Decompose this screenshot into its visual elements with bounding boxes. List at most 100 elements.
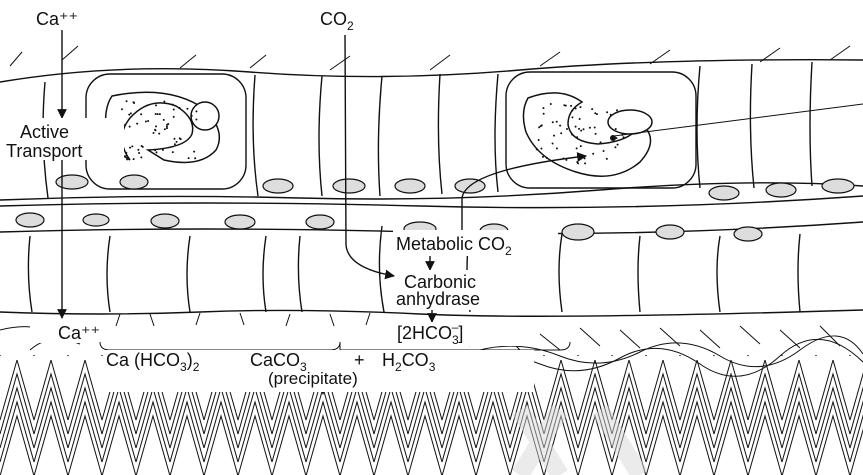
- stipple-dot: [125, 155, 127, 157]
- stipple-dot: [153, 132, 155, 134]
- stipple-dot: [155, 113, 157, 115]
- stipple-dot: [610, 114, 612, 116]
- stipple-dot: [158, 133, 160, 135]
- stipple-dot: [565, 105, 567, 107]
- stipple-dot: [566, 128, 568, 130]
- stipple-dot: [194, 157, 196, 159]
- stipple-dot: [615, 137, 617, 139]
- stipple-dot: [167, 123, 169, 125]
- stipple-dot: [174, 143, 176, 145]
- nucleus: [333, 179, 365, 193]
- stipple-dot: [125, 152, 127, 154]
- stipple-dot: [576, 136, 578, 138]
- stipple-dot: [576, 147, 578, 149]
- stipple-dot: [553, 135, 555, 137]
- stipple-dot: [159, 113, 161, 115]
- stipple-dot: [542, 107, 544, 109]
- stipple-dot: [166, 127, 168, 129]
- stipple-dot: [154, 129, 156, 131]
- stipple-dot: [603, 150, 605, 152]
- transport-label: Transport: [6, 141, 82, 161]
- stipple-dot: [579, 106, 581, 108]
- co2-top-label: CO2: [320, 9, 354, 33]
- stipple-dot: [614, 146, 616, 148]
- stipple-dot: [136, 123, 138, 125]
- stipple-dot: [560, 132, 562, 134]
- stipple-dot: [137, 149, 139, 151]
- co2-diffusion-arrow: [345, 35, 394, 276]
- stipple-dot: [591, 108, 593, 110]
- stipple-dot: [188, 157, 190, 159]
- stipple-dot: [559, 125, 561, 127]
- nucleus: [120, 175, 148, 189]
- stipple-dot: [163, 119, 165, 121]
- stipple-dot: [186, 108, 188, 110]
- stipple-dot: [162, 149, 164, 151]
- stipple-dot: [571, 110, 573, 112]
- nucleus: [263, 179, 293, 193]
- stipple-dot: [556, 121, 558, 123]
- plus-label: +: [354, 350, 365, 370]
- nucleus: [822, 179, 854, 193]
- calcified-region: [0, 326, 863, 475]
- stipple-dot: [195, 118, 197, 120]
- stipple-dot: [584, 162, 586, 164]
- stipple-dot: [132, 101, 134, 103]
- stipple-dot: [126, 158, 128, 160]
- stipple-dot: [131, 145, 133, 147]
- stipple-dot: [141, 145, 143, 147]
- stipple-dot: [570, 105, 572, 107]
- stipple-dot: [583, 128, 585, 130]
- stipple-dot: [542, 156, 544, 158]
- stipple-dot: [578, 128, 580, 130]
- stipple-dot: [163, 100, 165, 102]
- stipple-dot: [584, 157, 586, 159]
- stipple-dot: [193, 151, 195, 153]
- stipple-dot: [580, 130, 582, 132]
- stipple-dot: [616, 109, 618, 111]
- stipple-dot: [157, 113, 159, 115]
- ca-top-label: Ca⁺⁺: [36, 9, 78, 29]
- active-label: Active: [20, 122, 69, 142]
- stipple-dot: [550, 103, 552, 105]
- stipple-dot: [536, 148, 538, 150]
- stipple-dot: [596, 113, 598, 115]
- stipple-dot: [552, 121, 554, 123]
- stipple-dot: [617, 144, 619, 146]
- stipple-dot: [543, 113, 545, 115]
- stipple-dot: [138, 152, 140, 154]
- nucleus: [709, 186, 739, 200]
- stipple-dot: [538, 139, 540, 141]
- stipple-dot: [176, 141, 178, 143]
- nucleus: [56, 175, 88, 189]
- stipple-dot: [121, 108, 123, 110]
- stipple-dot: [579, 118, 581, 120]
- stipple-dot: [580, 145, 582, 147]
- bicarbonate-label: [2HCO3–]: [397, 320, 463, 347]
- nucleus: [395, 179, 425, 193]
- stipple-dot: [133, 158, 135, 160]
- stipple-dot: [173, 108, 175, 110]
- stipple-dot: [575, 126, 577, 128]
- stipple-dot: [179, 137, 181, 139]
- stipple-dot: [589, 127, 591, 129]
- stipple-dot: [178, 107, 180, 109]
- stipple-dot: [575, 108, 577, 110]
- stipple-dot: [140, 156, 142, 158]
- stipple-dot: [623, 136, 625, 138]
- stipple-dot: [154, 149, 156, 151]
- stipple-dot: [128, 114, 130, 116]
- stipple-dot: [615, 128, 617, 130]
- stipple-dot: [546, 157, 548, 159]
- upper-cell-layer: [0, 46, 863, 200]
- labels: Ca⁺⁺ CO2 Active Transport Metabolic CO2 …: [0, 9, 558, 392]
- stipple-dot: [155, 104, 157, 106]
- stipple-dot: [577, 162, 579, 164]
- stipple-dot: [538, 126, 540, 128]
- stipple-dot: [129, 126, 131, 128]
- stipple-dot: [126, 100, 128, 102]
- stipple-dot: [606, 111, 608, 113]
- stipple-dot: [173, 138, 175, 140]
- stipple-dot: [172, 104, 174, 106]
